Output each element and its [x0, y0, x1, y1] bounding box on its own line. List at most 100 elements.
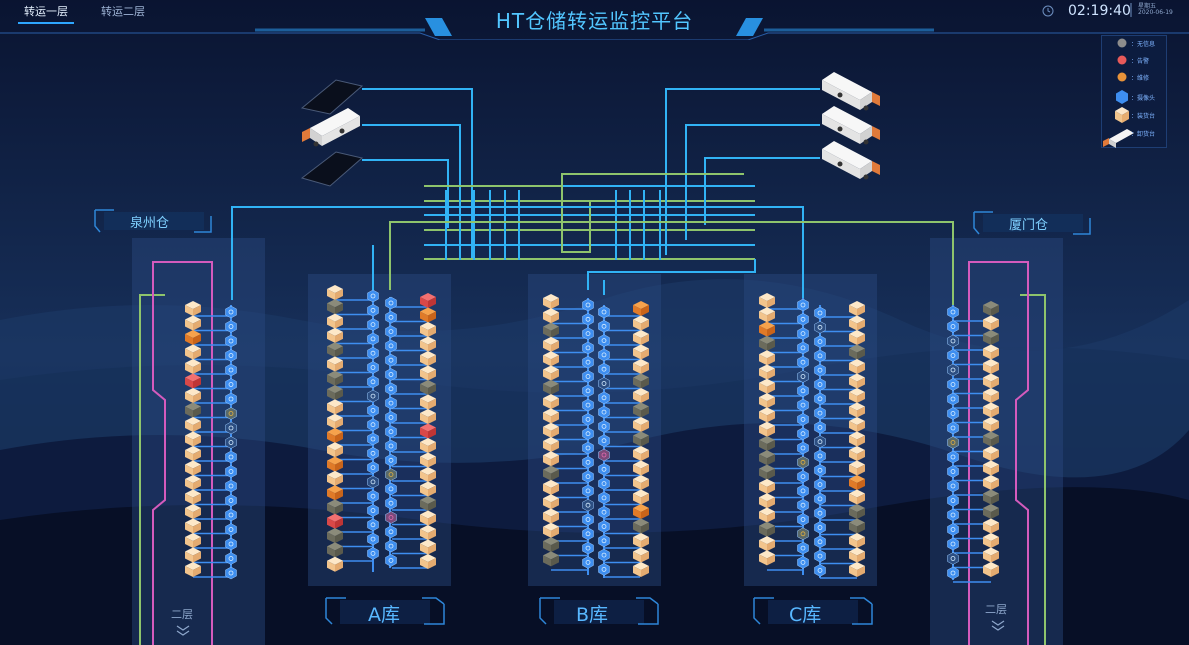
camera-icon[interactable] — [814, 421, 826, 434]
camera-icon[interactable] — [947, 537, 959, 551]
storage-cube[interactable] — [185, 330, 201, 345]
camera-icon[interactable] — [797, 484, 809, 498]
camera-icon[interactable] — [225, 450, 237, 464]
storage-cube[interactable] — [327, 342, 343, 358]
camera-icon[interactable] — [367, 547, 379, 560]
camera-icon[interactable] — [814, 392, 826, 406]
camera-icon[interactable] — [797, 398, 809, 412]
camera-icon[interactable] — [367, 461, 379, 474]
camera-icon[interactable] — [797, 470, 809, 483]
camera-icon[interactable] — [947, 334, 959, 348]
camera-icon[interactable] — [814, 406, 826, 420]
storage-cube[interactable] — [420, 380, 436, 395]
storage-cube[interactable] — [543, 308, 559, 324]
storage-cube[interactable] — [633, 518, 649, 534]
camera-icon[interactable] — [225, 363, 237, 377]
camera-icon[interactable] — [582, 413, 594, 426]
truck-icon[interactable] — [822, 72, 880, 111]
storage-cube[interactable] — [543, 494, 559, 510]
camera-icon[interactable] — [598, 548, 610, 562]
storage-cube[interactable] — [759, 550, 775, 566]
storage-cube[interactable] — [420, 496, 436, 511]
storage-cube[interactable] — [327, 528, 343, 544]
storage-cube[interactable] — [185, 533, 201, 548]
storage-cube[interactable] — [543, 365, 559, 381]
storage-cube[interactable] — [633, 301, 649, 316]
storage-cube[interactable] — [849, 431, 865, 447]
camera-icon[interactable] — [385, 539, 397, 553]
storage-cube[interactable] — [327, 299, 343, 315]
storage-cube[interactable] — [849, 547, 865, 563]
camera-icon[interactable] — [225, 494, 237, 507]
camera-icon[interactable] — [385, 396, 397, 410]
camera-icon[interactable] — [947, 378, 959, 391]
storage-cube[interactable] — [543, 437, 559, 452]
camera-icon[interactable] — [582, 441, 594, 455]
camera-icon[interactable] — [814, 378, 826, 391]
storage-cube[interactable] — [849, 301, 865, 316]
storage-cube[interactable] — [420, 409, 436, 424]
storage-cube[interactable] — [327, 313, 343, 329]
camera-icon[interactable] — [814, 349, 826, 363]
storage-cube[interactable] — [185, 373, 201, 389]
storage-cube[interactable] — [759, 335, 775, 351]
storage-cube[interactable] — [420, 394, 436, 410]
storage-cube[interactable] — [185, 504, 201, 519]
storage-cube[interactable] — [983, 475, 999, 490]
storage-cube[interactable] — [983, 373, 999, 389]
storage-cube[interactable] — [185, 562, 201, 577]
camera-icon[interactable] — [814, 363, 826, 377]
storage-cube[interactable] — [983, 431, 999, 447]
library-label-b[interactable]: B库 — [576, 604, 609, 626]
storage-cube[interactable] — [327, 485, 343, 501]
camera-icon[interactable] — [225, 349, 237, 362]
storage-cube[interactable] — [983, 301, 999, 316]
storage-cube[interactable] — [983, 446, 999, 461]
camera-icon[interactable] — [797, 427, 809, 440]
camera-icon[interactable] — [582, 498, 594, 512]
camera-icon[interactable] — [598, 377, 610, 390]
storage-cube[interactable] — [983, 388, 999, 403]
storage-cube[interactable] — [759, 436, 775, 451]
storage-cube[interactable] — [185, 359, 201, 374]
storage-cube[interactable] — [633, 562, 649, 577]
camera-icon[interactable] — [385, 511, 397, 524]
storage-cube[interactable] — [849, 489, 865, 505]
camera-icon[interactable] — [582, 384, 594, 398]
storage-cube[interactable] — [543, 351, 559, 367]
storage-cube[interactable] — [420, 539, 436, 555]
warehouse-label-right[interactable]: 厦门仓 — [1009, 218, 1049, 233]
storage-cube[interactable] — [633, 547, 649, 563]
storage-cube[interactable] — [759, 464, 775, 480]
storage-cube[interactable] — [185, 518, 201, 534]
storage-cube[interactable] — [759, 421, 775, 437]
camera-icon[interactable] — [947, 349, 959, 362]
storage-cube[interactable] — [849, 518, 865, 534]
storage-cube[interactable] — [633, 373, 649, 389]
camera-icon[interactable] — [814, 564, 826, 577]
storage-cube[interactable] — [849, 417, 865, 432]
storage-cube[interactable] — [420, 467, 436, 482]
camera-icon[interactable] — [225, 305, 237, 319]
camera-icon[interactable] — [385, 454, 397, 467]
storage-cube[interactable] — [759, 536, 775, 552]
camera-icon[interactable] — [797, 498, 809, 512]
storage-cube[interactable] — [983, 330, 999, 345]
storage-cube[interactable] — [759, 407, 775, 423]
camera-icon[interactable] — [814, 321, 826, 334]
camera-icon[interactable] — [797, 313, 809, 326]
camera-icon[interactable] — [797, 327, 809, 340]
storage-cube[interactable] — [185, 460, 201, 476]
storage-cube[interactable] — [327, 499, 343, 515]
camera-icon[interactable] — [947, 363, 959, 377]
camera-icon[interactable] — [385, 496, 397, 510]
storage-cube[interactable] — [327, 556, 343, 572]
camera-icon[interactable] — [385, 296, 397, 310]
camera-icon[interactable] — [598, 405, 610, 419]
camera-icon[interactable] — [385, 525, 397, 539]
camera-icon[interactable] — [797, 384, 809, 398]
camera-icon[interactable] — [582, 470, 594, 483]
camera-icon[interactable] — [582, 456, 594, 469]
camera-icon[interactable] — [947, 392, 959, 406]
storage-cube[interactable] — [759, 521, 775, 537]
